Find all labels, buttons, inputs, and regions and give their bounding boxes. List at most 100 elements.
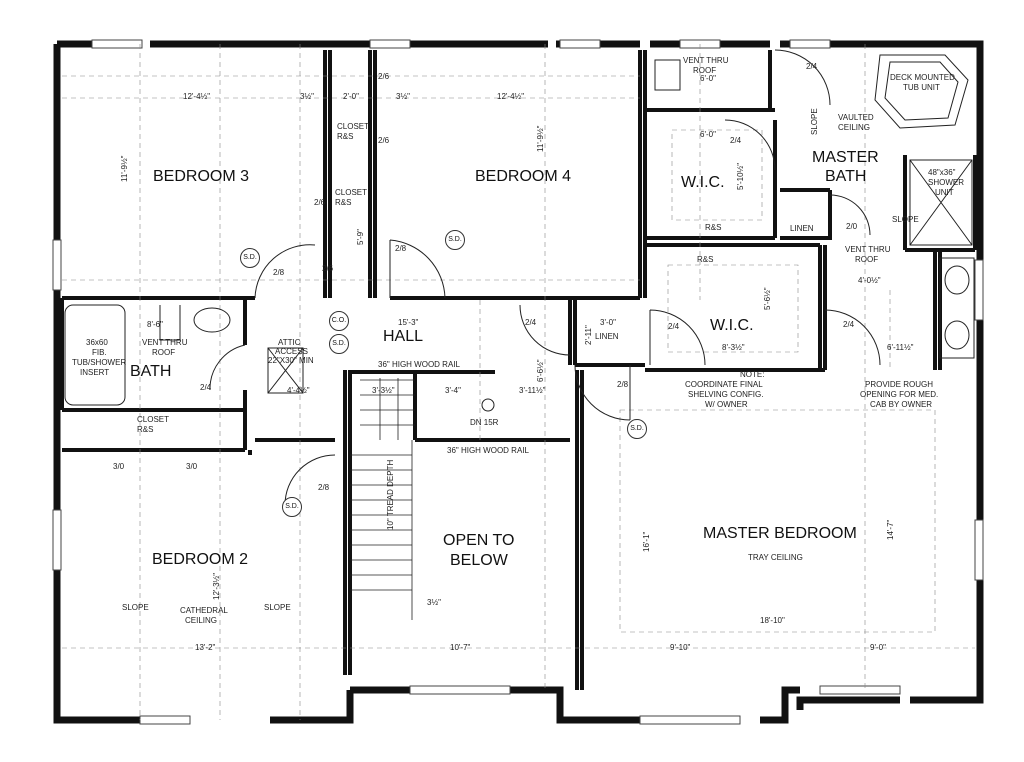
note-wood-rail-2: 36" HIGH WOOD RAIL (447, 446, 529, 455)
dim-8-3: 8'-3½" (722, 343, 745, 352)
door-tag: 2/4 (843, 320, 855, 329)
dim-master-height: 14'-7" (886, 519, 895, 540)
door-tag: 3/0 (113, 462, 125, 471)
room-label-master-bath-line1: MASTER (812, 149, 879, 166)
note-cathedral-1: CATHEDRAL (180, 606, 228, 615)
door-tag: 2/6 (378, 72, 390, 81)
staircase (350, 378, 415, 620)
note-vent-top-1: VENT THRU (683, 56, 729, 65)
dim-bedroom3-wall: 3½" (300, 92, 314, 101)
door-tag: 2/6 (314, 198, 326, 207)
dim-bedroom4-width: 12'-4½" (497, 92, 525, 101)
room-label-bedroom-3: BEDROOM 3 (153, 168, 250, 185)
door-tag: 3/0 (186, 462, 198, 471)
note-closet-3a: CLOSET (137, 415, 170, 424)
dim-bedroom4-height: 11'-9½" (536, 125, 545, 152)
dim-3-0: 3'-0" (600, 318, 616, 327)
door-tag: 2/4 (730, 136, 742, 145)
note-attic-2: ACCESS (275, 347, 308, 356)
note-slope-4: SLOPE (810, 108, 819, 135)
door-tag: 2/8 (273, 268, 285, 277)
dim-stair-wall: 3½" (427, 598, 441, 607)
dim-closet-5-9: 5'-9" (356, 229, 365, 245)
note-tub-4: INSERT (80, 368, 110, 377)
room-label-hall: HALL (383, 328, 424, 345)
dim-hall-length: 15'-3" (398, 318, 419, 327)
note-shower-2: SHOWER (928, 178, 964, 187)
door-swings (209, 49, 881, 506)
dim-bedroom2-height: 12'-3½" (212, 572, 221, 600)
dim-5-6: 5'-6½" (763, 287, 772, 310)
note-rough-2: OPENING FOR MED. (860, 390, 939, 399)
dim-bedroom3-height: 11'-9½" (120, 155, 129, 182)
note-vaulted-2: CEILING (838, 123, 871, 132)
room-label-bedroom-4: BEDROOM 4 (475, 168, 572, 185)
note-vent-bath-1: VENT THRU (142, 338, 188, 347)
door-tag: 2/4 (668, 322, 680, 331)
dim-bedroom3-width: 12'-4½" (183, 92, 211, 101)
note-shower-3: UNIT (935, 188, 954, 197)
door-tag: 2/8 (318, 483, 330, 492)
note-closet-1a: CLOSET (337, 122, 370, 131)
smoke-detector-icon: S.D. (282, 497, 302, 517)
note-tray-ceiling: TRAY CEILING (748, 553, 803, 562)
note-coordinate-1: NOTE: (740, 370, 765, 379)
dim-2-11: 2'-11" (584, 325, 593, 345)
door-tag: 2/4 (806, 62, 818, 71)
door-tag: 2/8 (617, 380, 629, 389)
note-linen-2: LINEN (595, 332, 619, 341)
note-coordinate-2: COORDINATE FINAL (685, 380, 763, 389)
dim-vent-6-0: 6'-0" (700, 74, 716, 83)
note-slope-2: SLOPE (264, 603, 291, 612)
room-label-master-bedroom: MASTER BEDROOM (703, 525, 857, 542)
dim-3-11: 3'-11½" (519, 386, 546, 395)
note-linen-1: LINEN (790, 224, 814, 233)
note-rough-3: CAB BY OWNER (870, 400, 933, 409)
room-label-bath: BATH (130, 363, 172, 380)
smoke-detector-icon: S.D. (445, 230, 465, 250)
note-vent-mid-1: VENT THRU (845, 245, 891, 254)
note-vent-mid-2: ROOF (855, 255, 879, 264)
dimension-lines (62, 44, 975, 720)
door-tag: 2/4 (200, 383, 212, 392)
note-tread-depth: 10" TREAD DEPTH (386, 459, 395, 530)
note-tub-3: TUB/SHOWER (72, 358, 127, 367)
note-attic-1: ATTIC (278, 338, 301, 347)
note-closet-3b: R&S (137, 425, 154, 434)
note-wood-rail-1: 36" HIGH WOOD RAIL (378, 360, 460, 369)
door-tag: 2/8 (395, 244, 407, 253)
dim-8-6: 8'-6" (147, 320, 163, 329)
dim-master-width: 18'-10" (760, 616, 785, 625)
note-closet-2a: CLOSET (335, 188, 368, 197)
note-rough-1: PROVIDE ROUGH (865, 380, 934, 389)
dim-4-4: 4'-4½" (287, 386, 310, 395)
dim-6-11: 6'-11½" (887, 343, 914, 352)
dim-bedroom2-width: 13'-2" (195, 643, 216, 652)
note-closet-1b: R&S (337, 132, 354, 141)
dim-wic-6-0: 6'-0" (700, 130, 716, 139)
note-shower-1: 48"x36" (928, 168, 956, 177)
dim-6-6: 6'-6½" (536, 359, 545, 382)
dim-3-4: 3'-4" (445, 386, 461, 395)
note-deck-tub-2: TUB UNIT (903, 83, 940, 92)
dim-3-3: 3'-3½" (372, 386, 395, 395)
windows (52, 39, 984, 725)
room-label-bedroom-2: BEDROOM 2 (152, 551, 249, 568)
dim-closet-wall: 3½" (396, 92, 410, 101)
dim-wic-5-10: 5'-10½" (736, 162, 745, 190)
note-vent-top-2: ROOF (693, 66, 717, 75)
dim-master-9-0: 9'-0" (870, 643, 886, 652)
dim-master-16-1: 16'-1" (642, 531, 651, 552)
fixtures (64, 54, 975, 412)
smoke-detector-icon: S.D. (329, 334, 349, 354)
note-coordinate-3: SHELVING CONFIG. (688, 390, 764, 399)
door-tag: 2/4 (525, 318, 537, 327)
dim-open-width: 10'-7" (450, 643, 471, 652)
cleanout-icon: C.O. (329, 311, 349, 331)
note-tub-2: FIB. (92, 348, 107, 357)
interior-walls (60, 50, 977, 690)
note-slope-3: SLOPE (892, 215, 919, 224)
door-tag: 2/6 (322, 264, 334, 273)
note-slope-1: SLOPE (122, 603, 149, 612)
